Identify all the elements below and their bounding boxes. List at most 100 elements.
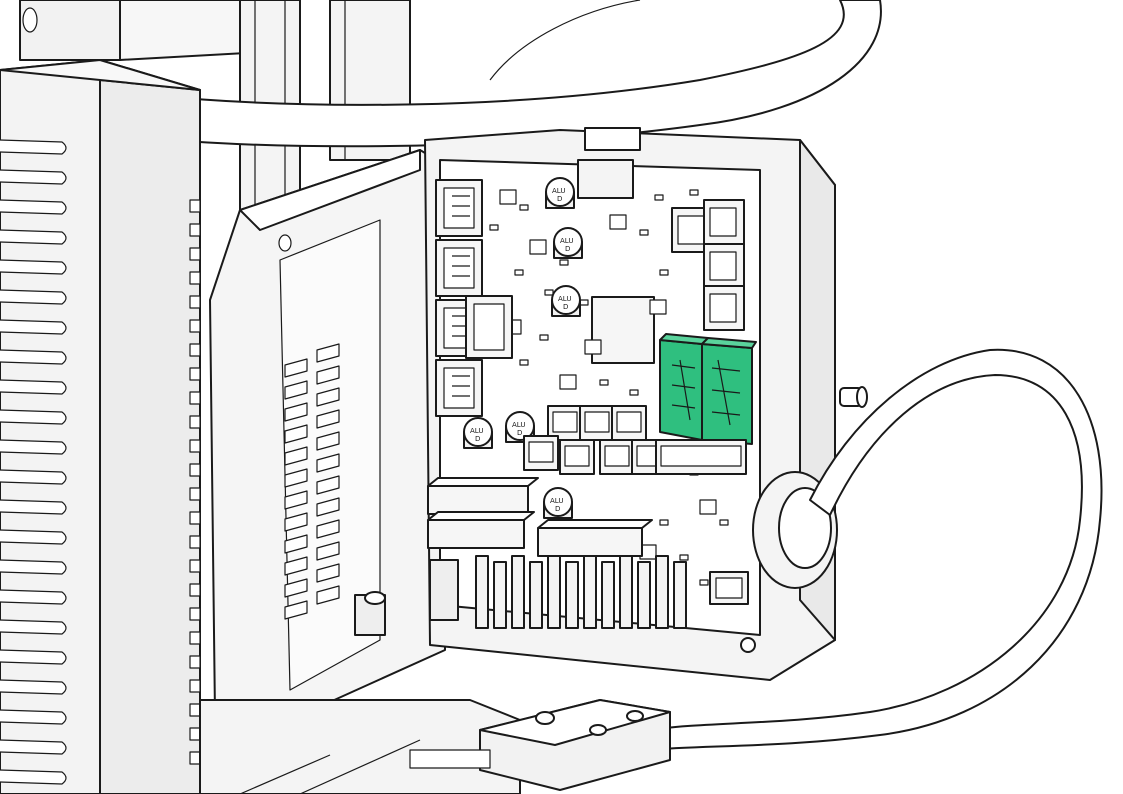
jst-connector-icon: [523, 435, 559, 471]
capacitor-sublabel: D: [557, 195, 562, 203]
vent-slot-icon: [0, 319, 67, 335]
edge-tooth-icon: [189, 727, 201, 741]
smd-component-icon: [499, 189, 517, 205]
vent-slot-icon: [0, 679, 67, 695]
heatsink-fin-icon: [637, 561, 651, 629]
smd-component-icon: [559, 259, 569, 266]
vent-slot-icon: [0, 739, 67, 755]
smd-component-icon: [599, 379, 609, 386]
side-screw-icon: [839, 386, 868, 408]
edge-tooth-icon: [189, 583, 201, 597]
capacitor-label: ALU: [558, 295, 571, 303]
jst-connector-icon: [559, 439, 595, 475]
jst-connector-icon: [709, 571, 749, 605]
vent-slot-icon: [0, 769, 67, 785]
connector-highlighted-right-icon: [701, 337, 757, 445]
edge-tooth-icon: [189, 295, 201, 309]
door-slot-icon: [316, 563, 340, 583]
vent-slot-icon: [0, 409, 67, 425]
capacitor-label: ALU: [552, 187, 565, 195]
heatsink-block-icon: [537, 519, 653, 557]
smd-component-icon: [659, 269, 669, 276]
door-slot-icon: [284, 556, 308, 576]
smd-component-icon: [679, 554, 689, 561]
smd-component-icon: [689, 189, 699, 196]
smd-component-icon: [699, 579, 709, 586]
edge-tooth-icon: [189, 607, 201, 621]
vent-slot-icon: [0, 289, 67, 305]
vent-slot-icon: [0, 169, 67, 185]
edge-tooth-icon: [189, 415, 201, 429]
edge-tooth-icon: [189, 271, 201, 285]
door-slot-icon: [316, 387, 340, 407]
heatsink-fin-icon: [583, 555, 597, 629]
door-slot-icon: [316, 343, 340, 363]
capacitor-sublabel: D: [555, 505, 560, 513]
vent-slot-icon: [0, 709, 67, 725]
smd-component-icon: [529, 239, 547, 255]
edge-tooth-icon: [189, 463, 201, 477]
edge-tooth-icon: [189, 751, 201, 765]
jst-connector-icon: [703, 285, 745, 331]
edge-tooth-icon: [189, 511, 201, 525]
heatsink-fin-icon: [493, 561, 507, 629]
jst-connector-icon: [435, 239, 483, 297]
edge-tooth-icon: [189, 679, 201, 693]
capacitor-sublabel: D: [475, 435, 480, 443]
door-slot-icon: [316, 519, 340, 539]
heatsink-fin-icon: [565, 561, 579, 629]
door-panel-icon: [209, 149, 446, 721]
edge-tooth-icon: [189, 247, 201, 261]
edge-tooth-icon: [189, 223, 201, 237]
edge-tooth-icon: [189, 343, 201, 357]
vent-slot-icon: [0, 499, 67, 515]
door-slot-icon: [284, 600, 308, 620]
door-slot-icon: [316, 475, 340, 495]
edge-tooth-icon: [189, 655, 201, 669]
edge-tooth-icon: [189, 535, 201, 549]
heatsink-block-icon: [427, 477, 539, 515]
smd-component-icon: [544, 289, 554, 296]
door-slot-icon: [284, 424, 308, 444]
edge-tooth-icon: [189, 391, 201, 405]
smd-component-icon: [559, 374, 577, 390]
vent-slot-icon: [0, 259, 67, 275]
edge-tooth-icon: [189, 367, 201, 381]
jst-connector-icon: [579, 405, 615, 441]
jst-connector-icon: [435, 179, 483, 237]
jst-connector-icon: [703, 199, 745, 245]
smd-component-icon: [519, 359, 529, 366]
edge-tooth-icon: [189, 559, 201, 573]
vent-slot-icon: [0, 439, 67, 455]
connector-highlighted-left-icon: [659, 333, 709, 441]
vent-slot-icon: [0, 649, 67, 665]
edge-tooth-icon: [189, 487, 201, 501]
smd-component-icon: [489, 224, 499, 231]
vent-slot-icon: [0, 229, 67, 245]
left-enclosure-icon: [0, 59, 201, 794]
door-slot-icon: [284, 490, 308, 510]
left-connectors-icon: [435, 179, 513, 417]
door-slot-icon: [316, 497, 340, 517]
smd-component-icon: [639, 229, 649, 236]
vent-slot-icon: [0, 529, 67, 545]
capacitor-label: ALU: [560, 237, 573, 245]
jst-connector-icon: [611, 405, 647, 441]
door-slot-icon: [316, 585, 340, 605]
smd-component-icon: [519, 204, 529, 211]
heatsink-fin-icon: [529, 561, 543, 629]
door-slot-icon: [284, 534, 308, 554]
edge-tooth-icon: [189, 199, 201, 213]
heatsink-fin-icon: [619, 555, 633, 629]
door-slot-icon: [316, 453, 340, 473]
capacitor-sublabel: D: [517, 429, 522, 437]
lower-connectors-icon: [523, 405, 749, 605]
door-slot-icon: [316, 365, 340, 385]
vent-slot-icon: [0, 379, 67, 395]
